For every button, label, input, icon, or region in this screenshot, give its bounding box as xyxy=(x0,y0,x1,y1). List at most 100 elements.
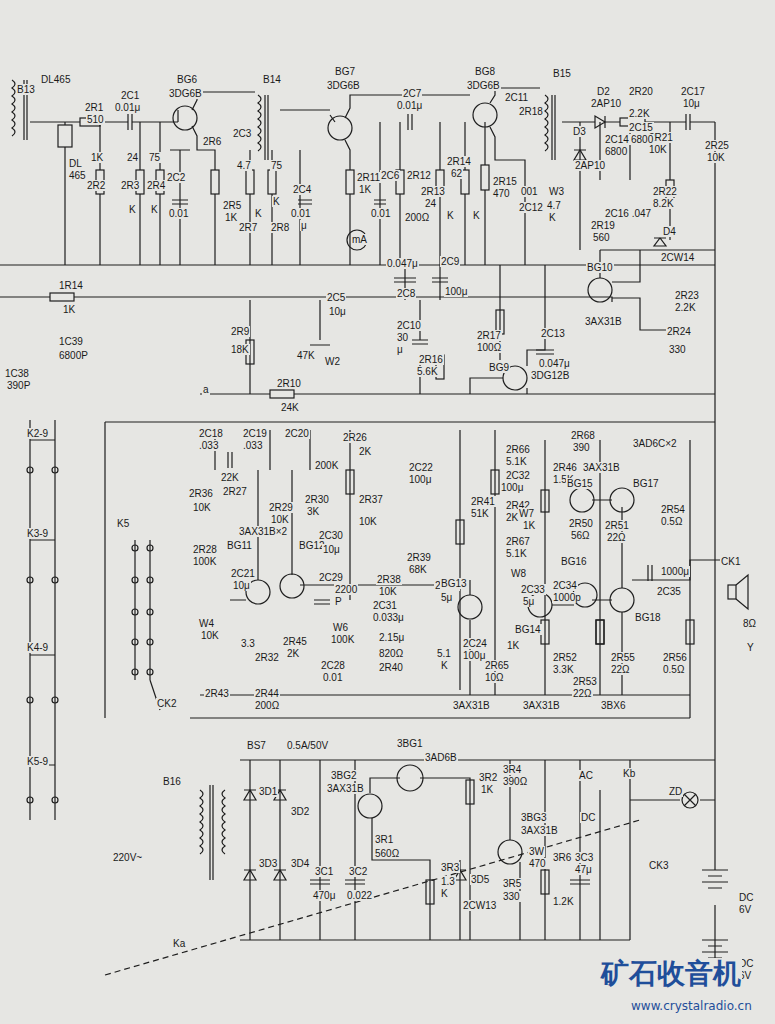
part-label: 390Ω xyxy=(502,776,528,787)
part-label: 2K xyxy=(358,446,372,457)
part-label: 22Ω xyxy=(606,532,627,543)
part-label: 0.01 xyxy=(168,208,189,219)
part-label: 2C35 xyxy=(656,586,682,597)
part-label: 2C10 xyxy=(396,320,422,331)
part-label: 820Ω xyxy=(378,648,404,659)
part-label: 3K xyxy=(306,506,320,517)
part-label: K xyxy=(254,208,263,219)
part-label: 100μ xyxy=(500,482,524,493)
part-label: BG9 xyxy=(488,362,510,373)
part-label: Kb xyxy=(622,768,636,779)
part-label: Ka xyxy=(172,938,186,949)
switch-contact xyxy=(52,467,58,473)
part-label: 4.7 xyxy=(236,160,252,171)
part-label: W6 xyxy=(332,622,349,633)
part-label: 8.2K xyxy=(652,198,675,209)
part-label: 3.3K xyxy=(552,664,575,675)
part-label: 0.5Ω xyxy=(660,516,683,527)
part-label: K xyxy=(272,196,281,207)
part-label: K xyxy=(128,204,137,215)
part-label: 2R36 xyxy=(188,488,214,499)
part-label: BG6 xyxy=(176,74,198,85)
transistor-symbol xyxy=(570,488,594,512)
speaker-symbol xyxy=(728,585,736,599)
switch-contact xyxy=(132,669,138,675)
part-label: 2R3 xyxy=(120,180,140,191)
part-label: 200K xyxy=(314,460,339,471)
part-label: 3AX31B xyxy=(326,783,365,794)
part-label: 2R32 xyxy=(254,652,280,663)
part-label: .033 xyxy=(242,440,263,451)
part-label: 2C14 xyxy=(604,134,630,145)
diode-symbol xyxy=(244,870,286,880)
wire xyxy=(370,760,600,940)
part-label: 10Ω xyxy=(484,672,505,683)
part-label: K xyxy=(150,204,159,215)
part-label: 6800P xyxy=(58,350,89,361)
resistor-symbol xyxy=(541,620,549,644)
wire xyxy=(0,88,728,975)
part-label: 3AX31B xyxy=(452,700,491,711)
part-label: 56Ω xyxy=(570,530,591,541)
capacitor-symbol xyxy=(128,114,690,130)
part-label: 51K xyxy=(470,508,490,519)
part-label: 3BG3 xyxy=(520,812,548,823)
resistor-symbol xyxy=(481,165,489,190)
part-label: 3C3 xyxy=(574,852,594,863)
part-label: 3.3 xyxy=(240,638,256,649)
part-label: BG17 xyxy=(632,478,660,489)
part-label: 390 xyxy=(572,442,591,453)
part-label: 10μ xyxy=(322,544,341,555)
part-label: 5.1K xyxy=(505,548,528,559)
part-label: CK1 xyxy=(720,556,741,567)
part-label: 10K xyxy=(648,144,668,155)
coil-symbol xyxy=(545,95,555,160)
part-label: 2R68 xyxy=(570,430,596,441)
part-label: 0.01 xyxy=(370,208,391,219)
part-label: 1K xyxy=(62,304,76,315)
resistor-symbol xyxy=(50,293,74,301)
part-label: 3D4 xyxy=(290,858,310,869)
part-label: 5μ xyxy=(440,592,453,603)
part-label: BG11 xyxy=(226,540,253,551)
switch-contact xyxy=(147,639,153,645)
part-label: 0.022 xyxy=(346,890,373,901)
part-label: 1C38 xyxy=(4,368,30,379)
part-label: 2R1 xyxy=(84,102,104,113)
part-label: 2C29 xyxy=(318,572,344,583)
switch-contact xyxy=(132,639,138,645)
part-label: 100μ xyxy=(462,650,486,661)
wire xyxy=(240,760,715,940)
part-label: 3DG12B xyxy=(530,370,570,381)
speaker-symbol xyxy=(728,575,748,609)
part-label: B15 xyxy=(552,68,572,79)
part-label: 100K xyxy=(330,634,355,645)
battery-symbol xyxy=(702,870,728,958)
part-label: CK3 xyxy=(648,860,669,871)
part-label: .033 xyxy=(198,440,219,451)
part-label: DL465 xyxy=(40,74,71,85)
part-label: 24K xyxy=(280,402,300,413)
part-label: 2200 xyxy=(334,584,358,595)
part-label: 2C28 xyxy=(320,660,346,671)
part-label: 2R22 xyxy=(652,186,678,197)
part-label: 3R4 xyxy=(502,764,522,775)
part-label: 2R66 xyxy=(505,444,531,455)
part-label: D2 xyxy=(596,86,611,97)
coil-symbol xyxy=(12,80,555,880)
part-label: 2R65 xyxy=(484,660,510,671)
part-label: 2R25 xyxy=(704,140,730,151)
part-label: 2R28 xyxy=(192,544,218,555)
part-label: ZD xyxy=(668,786,683,797)
part-label: 2R56 xyxy=(662,652,688,663)
part-label: 2R52 xyxy=(552,652,578,663)
switch-contact xyxy=(27,697,33,703)
resistor-symbol xyxy=(596,620,604,644)
part-label: K xyxy=(548,212,557,223)
part-label: 2R55 xyxy=(610,652,636,663)
lamp-symbol xyxy=(684,794,696,806)
part-label: 2C13 xyxy=(540,328,566,339)
transistor-symbol xyxy=(397,765,423,791)
part-label: 2R29 xyxy=(268,502,294,513)
